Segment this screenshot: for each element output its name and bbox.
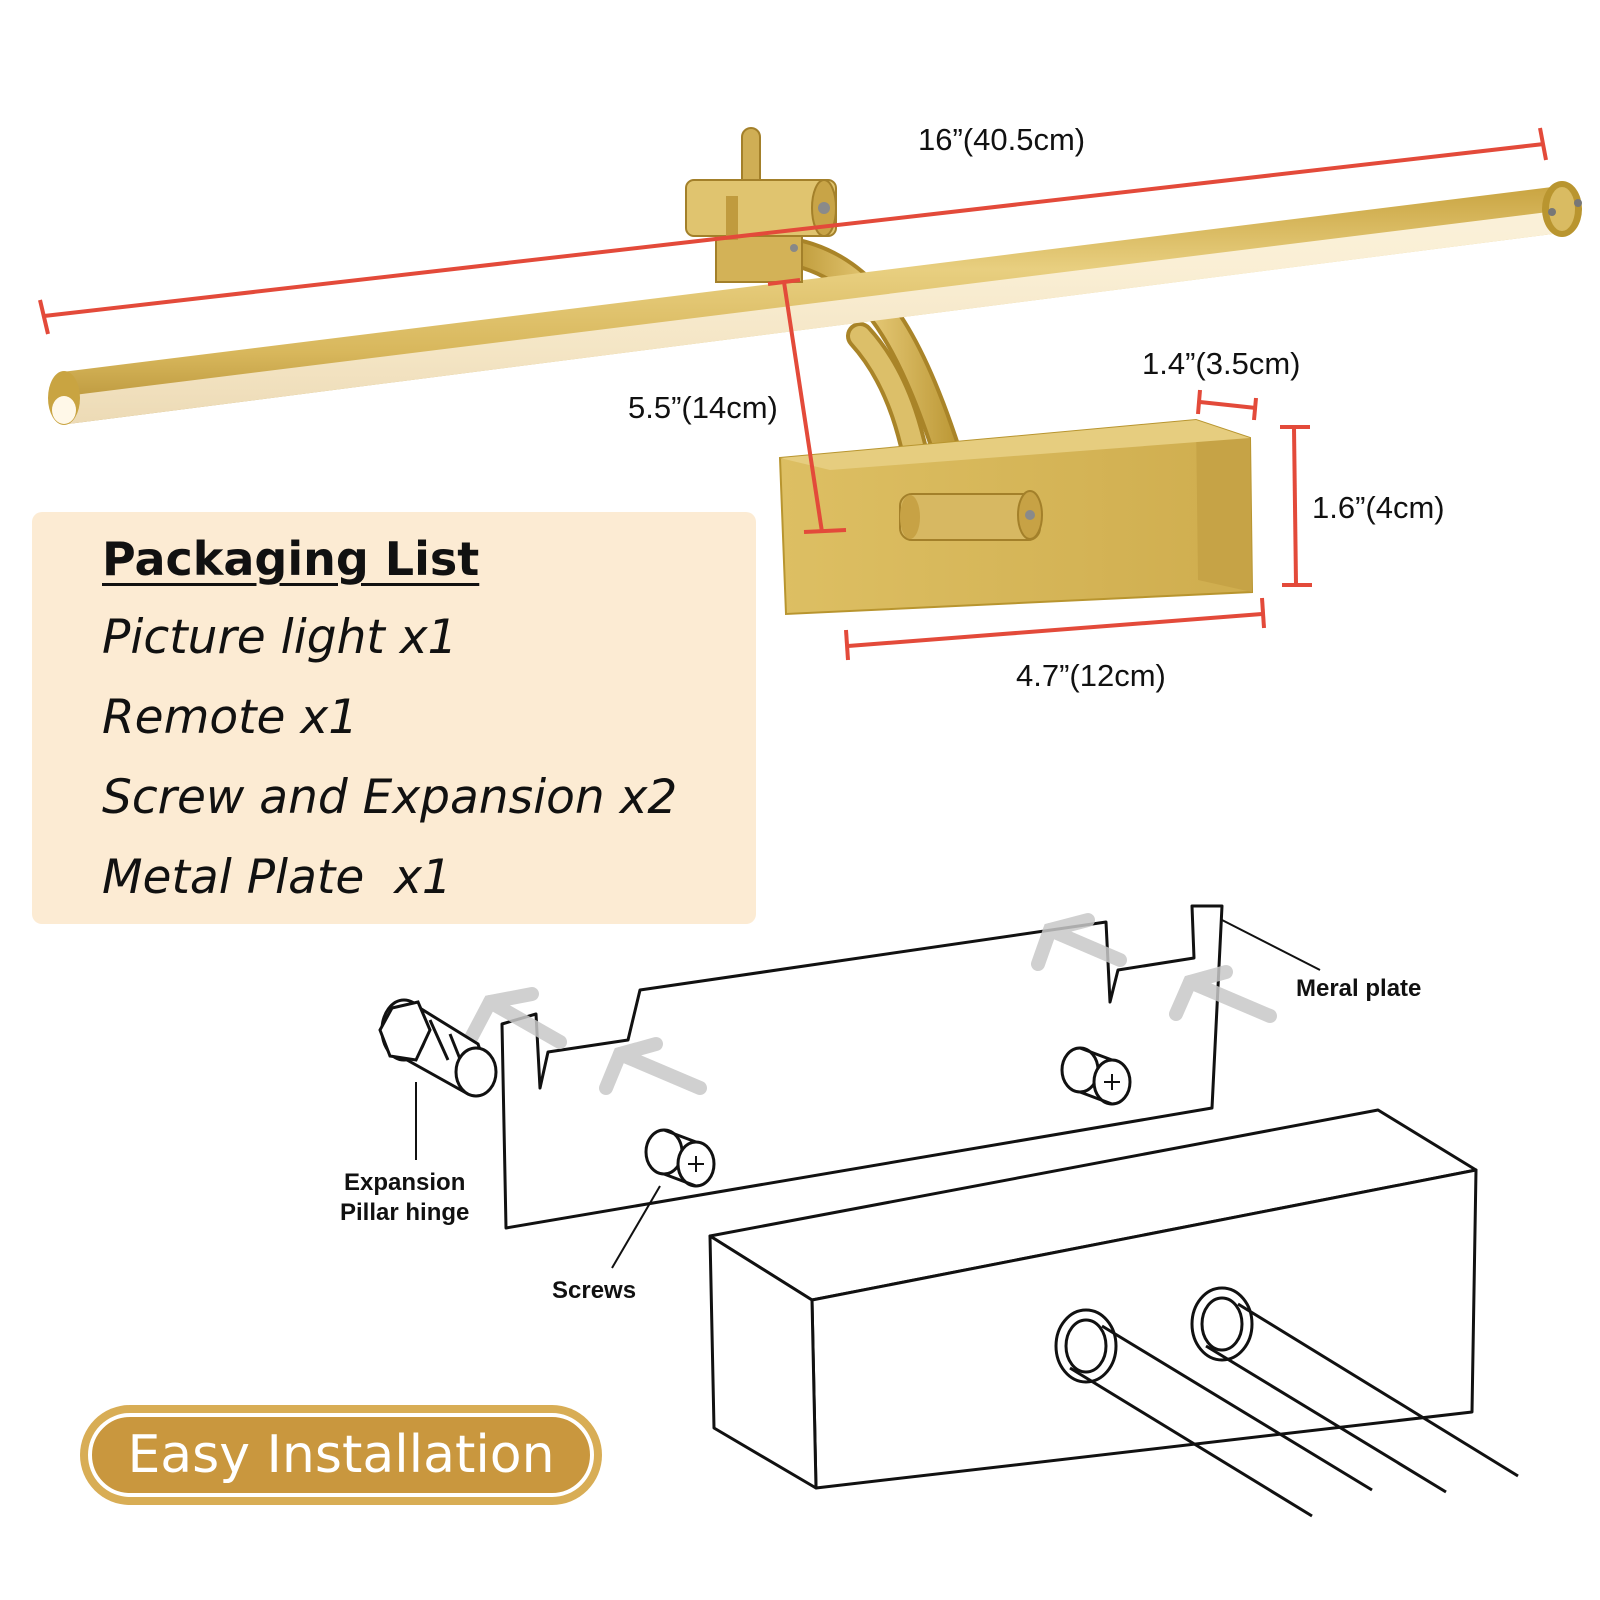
lamp-base [778,418,1254,616]
expansion-pillar-icon [378,998,498,1160]
packaging-item: Remote x1 [102,690,359,745]
expansion-callout-line1: Expansion [344,1169,466,1196]
metal-plate-callout: Meral plate [1296,975,1422,1002]
packaging-item: Metal Plate x1 [102,850,452,905]
base-width-dimension-label: 4.7”(12cm) [1016,658,1166,693]
easy-installation-badge-inner: Easy Installation [88,1413,594,1497]
packaging-list-panel: Packaging List Picture light x1 Remote x… [32,512,756,924]
install-arrows [463,913,1277,1095]
length-dimension-label: 16”(40.5cm) [918,122,1086,157]
dimension-lines [38,127,1548,661]
arm-height-dimension-label: 5.5”(14cm) [628,390,778,425]
base-block-drawing [708,1108,1519,1518]
packaging-item: Screw and Expansion x2 [102,770,678,825]
easy-installation-badge: Easy Installation [80,1405,602,1505]
expansion-callout-line2: Pillar hinge [340,1199,470,1226]
light-bar [48,181,1582,425]
base-height-dimension-label: 1.6”(4cm) [1312,490,1445,525]
screw-icon [1060,1046,1132,1106]
screws-callout: Screws [552,1277,637,1304]
base-depth-dimension-label: 1.4”(3.5cm) [1142,346,1301,381]
screw-icon [611,1128,716,1269]
packaging-list-title: Packaging List [102,532,480,586]
packaging-item: Picture light x1 [102,610,458,665]
easy-installation-label: Easy Installation [127,1425,555,1485]
